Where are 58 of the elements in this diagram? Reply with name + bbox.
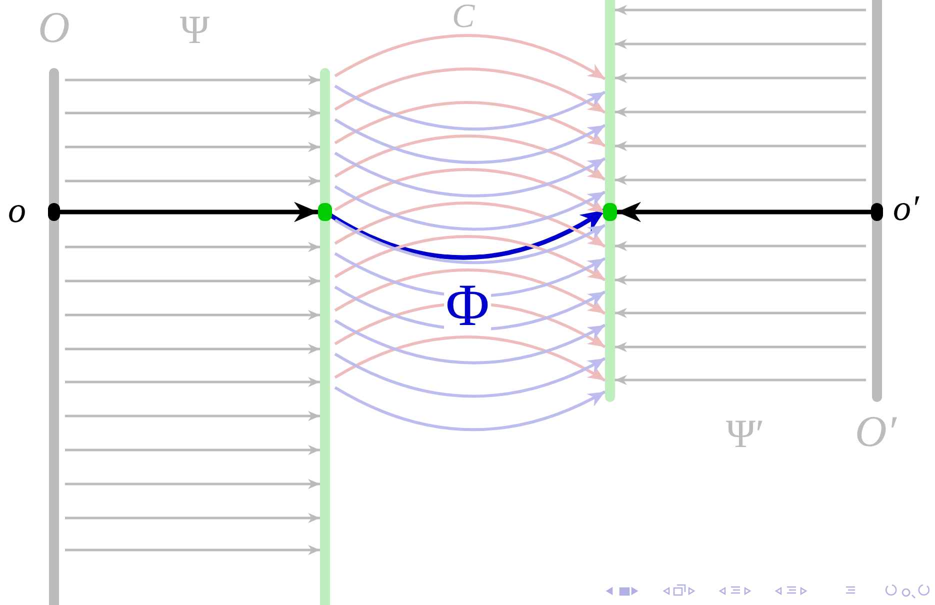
arrow [615, 106, 866, 118]
arrow [65, 176, 320, 186]
arrow [65, 344, 320, 354]
arrow [334, 34, 606, 80]
arrow [334, 336, 606, 382]
vertical-bar [320, 68, 330, 605]
math-label: o′ [893, 190, 919, 226]
math-label: o [8, 192, 26, 228]
point-marker [48, 203, 60, 221]
math-label: Ψ [180, 10, 210, 50]
arrow [65, 108, 320, 118]
arrow [615, 72, 866, 84]
vertical-bar [872, 0, 882, 402]
arrow [65, 478, 320, 490]
math-label: O′ [855, 410, 896, 454]
vertical-bar [49, 68, 59, 605]
arrow [334, 202, 606, 248]
arrow [60, 202, 318, 222]
arrow [615, 174, 866, 186]
arrow [334, 101, 606, 148]
vertical-bar [605, 0, 615, 402]
arrow [615, 308, 866, 318]
arrow [65, 512, 320, 524]
arrow [334, 319, 606, 364]
arrow [334, 118, 606, 164]
arrow [334, 218, 606, 264]
arrow [334, 134, 606, 181]
arrow [65, 276, 320, 286]
arrow [615, 342, 866, 352]
math-label: O [38, 6, 70, 50]
arrow [334, 235, 606, 282]
point-marker [871, 203, 883, 221]
arrow [334, 152, 606, 198]
arrow [334, 352, 606, 398]
arrow [617, 202, 871, 222]
arrow [65, 74, 320, 86]
arrow [615, 4, 866, 16]
arrow [615, 274, 866, 286]
arrow [65, 310, 320, 320]
arrow [615, 374, 866, 386]
arrow [65, 142, 320, 152]
arrow [334, 84, 606, 130]
arrow [65, 242, 320, 252]
arrow [615, 240, 866, 252]
arrow [334, 185, 606, 231]
arrow [615, 140, 866, 152]
point-marker [603, 203, 617, 221]
arrow [65, 376, 320, 388]
arrow [615, 38, 866, 50]
arrow [334, 68, 606, 114]
arrow [65, 444, 320, 456]
point-marker [318, 203, 332, 221]
arrow [334, 268, 606, 315]
arrow [65, 410, 320, 422]
math-label: Ψ′ [726, 414, 764, 454]
math-label: C [452, 0, 475, 34]
arrow [65, 544, 320, 556]
arrow [334, 386, 606, 432]
